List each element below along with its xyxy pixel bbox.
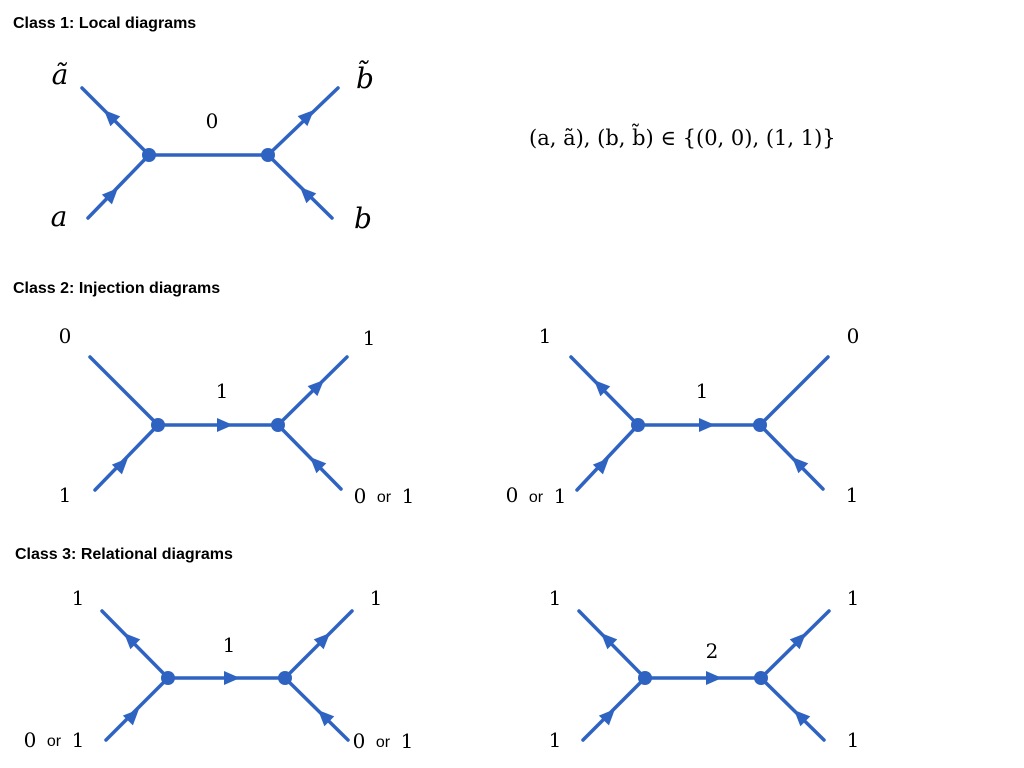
class3-right-label-middle: 2 [706,639,719,663]
class2-right-label-middle: 1 [696,379,709,403]
class3-right-arrow-top-left [601,633,618,650]
class3-right-leg-bottom-right [759,676,826,742]
class2-left-leg-top-left [88,355,160,427]
class1-vertex-right [261,148,275,162]
class2-right-arrow-bottom-right [792,457,809,474]
class3-right-arrow-middle [706,671,722,685]
class3-left-arrow-top-left [124,633,141,650]
class1-arrow-bottom-left [101,188,118,205]
class1-vertex-left [142,148,156,162]
class2-right-arrow-bottom-left [592,458,609,475]
class3-left-leg-top-right [283,609,354,680]
class2-left-label-br-b: 1 [402,484,415,508]
class3-left-label-bl-b: 1 [72,728,85,752]
class3-right-diagram: 1 1 1 1 2 [549,586,860,752]
class2-right-label-bl-or: or [529,489,544,506]
class1-diagram: ã b̃ a b 0 (a, ã), (b, b̃) ∈ {(0, 0), (1… [51,58,836,235]
class2-left-label-br-or: or [377,489,392,506]
class2-left-arrow-bottom-left [111,458,128,475]
class1-leg-top-left [80,86,151,157]
class3-left-diagram: 1 1 0 or 1 0 or 1 1 [24,586,414,753]
class1-equation: (a, ã), (b, b̃) ∈ {(0, 0), (1, 1)} [529,123,836,150]
class2-right-arrow-middle [699,418,715,432]
class1-arrow-top-right [297,110,314,127]
class1-leg-bottom-right [266,153,334,220]
class1-label-top-right: b̃ [356,60,374,95]
class3-right-vertex-right [754,671,768,685]
class1-arrow-bottom-right [300,187,317,204]
class2-left-label-br-a: 0 [354,484,367,508]
class3-left-label-br-a: 0 [353,729,366,753]
class1-leg-bottom-left [86,153,151,220]
class3-right-vertex-left [638,671,652,685]
class1-heading: Class 1: Local diagrams [13,15,197,32]
class2-left-arrow-middle [217,418,233,432]
class2-left-label-top-right: 1 [363,326,376,350]
class2-left-vertex-left [151,418,165,432]
class3-right-label-bottom-right: 1 [847,728,860,752]
class3-left-label-bl-a: 0 [24,728,37,752]
class3-right-arrow-top-right [789,633,806,650]
class1-label-bottom-left: a [51,200,68,233]
class2-left-leg-bottom-right [276,423,343,491]
class2-right-vertex-right [753,418,767,432]
class2-heading: Class 2: Injection diagrams [13,280,221,297]
class2-right-label-bottom-right: 1 [846,483,859,507]
class3-left-leg-bottom-left [104,676,170,742]
class2-right-diagram: 1 0 0 or 1 1 1 [506,324,860,508]
class2-right-label-bl-b: 1 [554,484,567,508]
class3-heading: Class 3: Relational diagrams [15,546,233,563]
class3-right-arrow-bottom-right [794,710,811,727]
class2-right-label-bl-a: 0 [506,483,519,507]
class1-arrow-top-left [104,110,121,127]
class2-left-label-middle: 1 [216,379,229,403]
class2-left-diagram: 0 1 1 1 0 or 1 [59,324,415,508]
class3-left-arrow-middle [224,671,240,685]
class3-left-vertex-left [161,671,175,685]
class2-left-label-bottom-left: 1 [59,483,72,507]
class2-right-leg-bottom-right [758,423,825,491]
class1-label-bottom-right: b [354,202,372,235]
class3-left-label-br-b: 1 [401,729,414,753]
class2-left-vertex-right [271,418,285,432]
class2-left-arrow-top-right [307,380,324,397]
class3-left-leg-bottom-right [283,676,350,742]
class2-right-label-top-left: 1 [539,324,552,348]
class2-right-vertex-left [631,418,645,432]
class2-right-leg-bottom-left [575,423,640,492]
class3-left-label-br-or: or [376,734,391,751]
class3-right-arrow-bottom-left [598,709,615,726]
class3-left-arrow-bottom-left [122,709,139,726]
class3-left-arrow-top-right [313,633,330,650]
class3-right-leg-bottom-left [581,676,647,742]
class2-right-label-top-right: 0 [847,324,860,348]
class3-right-label-top-left: 1 [549,586,562,610]
class3-right-label-bottom-left: 1 [549,728,562,752]
class3-left-label-middle: 1 [223,633,236,657]
class2-left-label-top-left: 0 [59,324,72,348]
class3-left-label-top-left: 1 [72,586,85,610]
class2-right-arrow-top-left [594,380,611,397]
class3-right-label-top-right: 1 [847,586,860,610]
class2-left-arrow-bottom-right [310,457,327,474]
class3-left-vertex-right [278,671,292,685]
class2-left-leg-bottom-left [93,423,160,492]
class2-right-leg-top-right [758,355,830,427]
class3-left-label-bl-or: or [47,733,62,750]
class1-label-top-left: ã [52,58,69,91]
class1-label-middle: 0 [206,109,219,133]
class3-left-arrow-bottom-right [318,710,335,727]
class3-left-label-top-right: 1 [370,586,383,610]
